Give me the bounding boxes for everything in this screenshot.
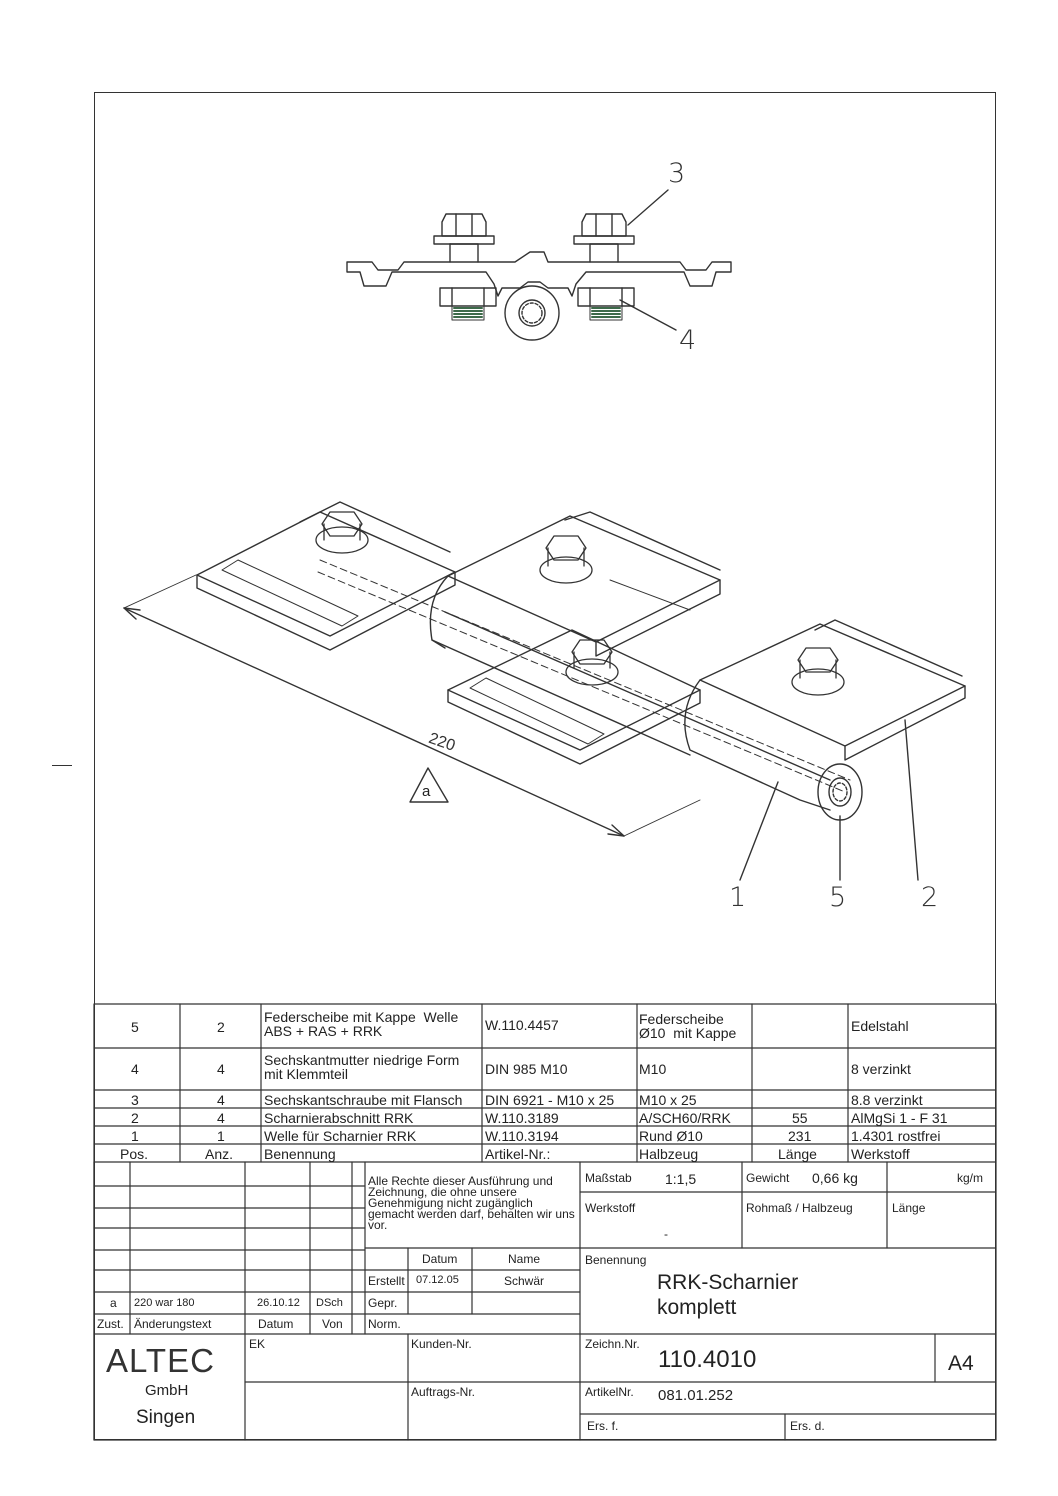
benennung-line-1: RRK-Scharnier	[657, 1271, 799, 1294]
norm-label: Norm.	[368, 1317, 401, 1331]
rev-header-zust: Zust.	[97, 1317, 124, 1331]
row-anz: 4	[217, 1061, 225, 1077]
werkstoff-value: -	[664, 1227, 668, 1241]
header-anz: Anz.	[205, 1146, 234, 1162]
gewicht-unit: kg/m	[957, 1171, 984, 1185]
row-pos: 5	[131, 1019, 139, 1035]
benennung-line-2: komplett	[657, 1296, 737, 1319]
row-benennung: Welle für Scharnier RRK	[264, 1128, 417, 1144]
header-werkstoff: Werkstoff	[851, 1146, 910, 1162]
revision-zust: a	[110, 1296, 117, 1310]
margin-tick-mark	[52, 765, 72, 766]
rights-notice: Alle Rechte dieser Ausführung und Zeichn…	[368, 1174, 575, 1232]
massstab-label: Maßstab	[585, 1171, 632, 1185]
row-artikel: DIN 985 M10	[485, 1061, 568, 1077]
isometric-view	[123, 501, 966, 881]
callout-1: 1	[729, 882, 747, 913]
row-werkstoff: 1.4301 rostfrei	[851, 1128, 941, 1144]
row-halbzeug: M10	[639, 1061, 667, 1077]
row-halbzeug: A/SCH60/RRK	[639, 1110, 731, 1126]
row-werkstoff: 8.8 verzinkt	[851, 1092, 923, 1108]
row-benennung: Sechskantmutter niedrige Form mit Klemmt…	[264, 1052, 460, 1082]
revision-von: DSch	[316, 1297, 343, 1309]
end-view	[346, 189, 732, 341]
row-anz: 1	[217, 1128, 225, 1144]
callout-4: 4	[679, 325, 697, 356]
werkstoff-label: Werkstoff	[585, 1201, 636, 1215]
callout-5: 5	[829, 882, 847, 913]
row-artikel: W.110.3194	[485, 1128, 559, 1144]
row-halbzeug: Rund Ø10	[639, 1128, 703, 1144]
datum-header: Datum	[422, 1252, 458, 1266]
gewicht-value: 0,66 kg	[812, 1170, 858, 1186]
row-pos: 3	[131, 1092, 139, 1108]
rohmass-label: Rohmaß / Halbzeug	[746, 1201, 853, 1215]
row-anz: 4	[217, 1110, 225, 1126]
paper-format: A4	[948, 1352, 974, 1375]
row-pos: 2	[131, 1110, 139, 1126]
row-pos: 1	[131, 1128, 139, 1144]
row-anz: 4	[217, 1092, 225, 1108]
ek-label: EK	[249, 1337, 266, 1351]
row-laenge: 55	[792, 1110, 808, 1126]
row-benennung: Scharnierabschnitt RRK	[264, 1110, 414, 1126]
ersetzt-durch-label: Ers. d.	[790, 1419, 825, 1433]
rev-header-text: Änderungstext	[134, 1317, 212, 1331]
row-werkstoff: 8 verzinkt	[851, 1061, 911, 1077]
ersatz-fuer-label: Ers. f.	[587, 1419, 619, 1433]
row-laenge: 231	[788, 1128, 812, 1144]
row-artikel: W.110.4457	[485, 1017, 559, 1033]
artikel-number: 081.01.252	[658, 1387, 734, 1404]
header-artikel: Artikel-Nr.:	[485, 1146, 551, 1162]
zeichn-number: 110.4010	[658, 1346, 757, 1373]
callout-3: 3	[668, 158, 686, 189]
gepr-label: Gepr.	[368, 1296, 398, 1310]
row-benennung: Sechskantschraube mit Flansch	[264, 1092, 463, 1108]
row-werkstoff: Edelstahl	[851, 1018, 909, 1034]
title-block-grid	[93, 1003, 997, 1441]
revision-text: 220 war 180	[134, 1297, 195, 1309]
kunden-label: Kunden-Nr.	[411, 1337, 472, 1351]
row-anz: 2	[217, 1019, 225, 1035]
row-halbzeug: M10 x 25	[639, 1092, 697, 1108]
erstellt-label: Erstellt	[368, 1274, 405, 1288]
erstellt-name: Schwär	[504, 1274, 545, 1288]
callout-2: 2	[921, 882, 939, 913]
rev-header-datum: Datum	[258, 1317, 294, 1331]
company-logo-altec: ALTEC	[106, 1342, 215, 1379]
auftrags-label: Auftrags-Nr.	[411, 1385, 476, 1399]
laenge-label: Länge	[892, 1201, 926, 1215]
erstellt-datum: 07.12.05	[416, 1274, 459, 1286]
rev-header-von: Von	[322, 1317, 343, 1331]
header-laenge: Länge	[778, 1146, 817, 1162]
artikel-label: ArtikelNr.	[585, 1385, 634, 1399]
benennung-label: Benennung	[585, 1253, 647, 1267]
header-benennung: Benennung	[264, 1146, 336, 1162]
header-pos: Pos.	[120, 1146, 149, 1162]
zeichn-label: Zeichn.Nr.	[585, 1337, 640, 1351]
revision-marker: a	[422, 783, 431, 800]
row-werkstoff: AlMgSi 1 - F 31	[851, 1110, 948, 1126]
header-halbzeug: Halbzeug	[639, 1146, 699, 1162]
massstab-value: 1:1,5	[665, 1171, 697, 1187]
row-benennung: Federscheibe mit Kappe Welle ABS + RAS +…	[264, 1009, 459, 1039]
company-gmbh: GmbH	[145, 1382, 189, 1399]
row-pos: 4	[131, 1061, 139, 1077]
row-artikel: DIN 6921 - M10 x 25	[485, 1092, 615, 1108]
gewicht-label: Gewicht	[746, 1171, 790, 1185]
company-city: Singen	[136, 1407, 196, 1428]
row-artikel: W.110.3189	[485, 1110, 559, 1126]
row-halbzeug: Federscheibe Ø10 mit Kappe	[639, 1011, 737, 1041]
revision-datum: 26.10.12	[257, 1297, 300, 1309]
name-header: Name	[508, 1252, 541, 1266]
